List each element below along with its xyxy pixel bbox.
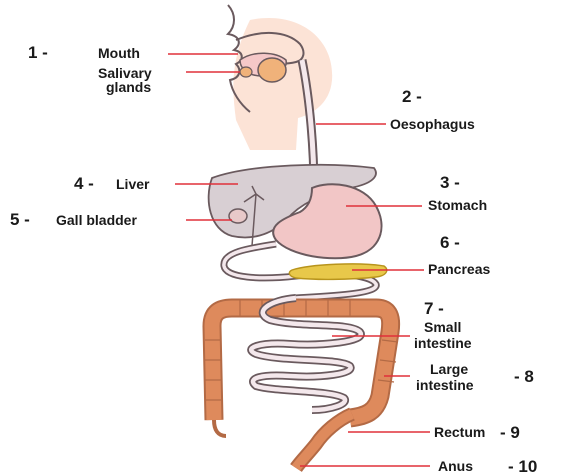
number-anus: - 10	[508, 457, 537, 475]
label-anus: Anus	[438, 458, 473, 474]
number-pancreas: 6 -	[440, 233, 460, 252]
label-large-intestine-line1: Large	[430, 361, 468, 377]
gall-bladder-organ	[229, 209, 247, 223]
label-rectum: Rectum	[434, 424, 485, 440]
label-oesophagus: Oesophagus	[390, 116, 475, 132]
head-illustration	[228, 5, 332, 150]
label-large-intestine-line2: intestine	[416, 377, 474, 393]
rectum-fill	[296, 414, 352, 468]
label-salivary-line2: glands	[106, 79, 151, 95]
number-rectum: - 9	[500, 423, 520, 442]
label-mouth: Mouth	[98, 45, 140, 61]
number-oesophagus: 2 -	[402, 87, 422, 106]
pancreas-organ	[289, 264, 386, 279]
label-gall-bladder: Gall bladder	[56, 212, 137, 228]
salivary-gland-main	[258, 58, 286, 82]
number-stomach: 3 -	[440, 173, 460, 192]
label-pancreas: Pancreas	[428, 261, 490, 277]
salivary-gland-small	[240, 67, 252, 77]
number-large-intestine: - 8	[514, 367, 534, 386]
head-skin	[233, 18, 332, 150]
number-mouth: 1 -	[28, 43, 48, 62]
label-stomach: Stomach	[428, 197, 487, 213]
number-gall-bladder: 5 -	[10, 210, 30, 229]
number-small-intestine: 7 -	[424, 299, 444, 318]
label-small-intestine-line1: Small	[424, 319, 461, 335]
label-small-intestine-line2: intestine	[414, 335, 472, 351]
appendix	[214, 420, 226, 436]
number-liver: 4 -	[74, 174, 94, 193]
label-liver: Liver	[116, 176, 150, 192]
